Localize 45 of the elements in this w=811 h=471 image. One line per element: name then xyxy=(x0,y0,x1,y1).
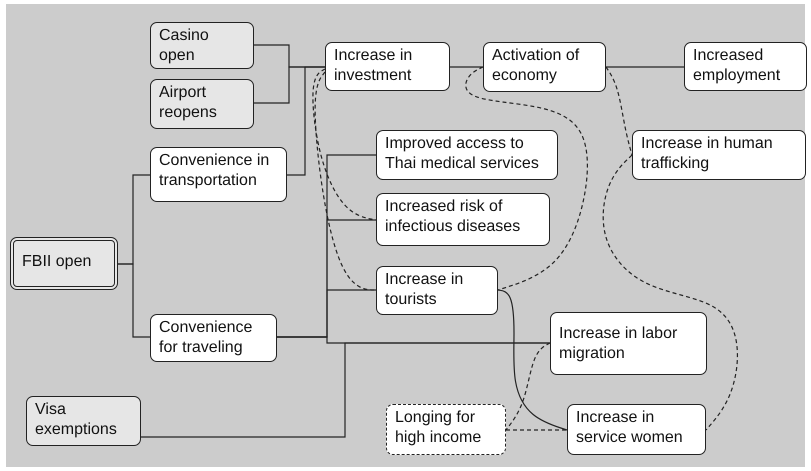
dashed-connector xyxy=(465,66,588,291)
process-box xyxy=(150,147,287,202)
process-box xyxy=(150,314,277,362)
process-box xyxy=(10,237,118,290)
process-box xyxy=(567,404,706,455)
process-box xyxy=(632,130,806,180)
box-label: Convenience in transportation xyxy=(159,151,270,191)
box-label: Activation of economy xyxy=(492,46,580,86)
process-box xyxy=(386,404,506,455)
process-box xyxy=(150,22,254,69)
connector xyxy=(450,66,483,68)
connector xyxy=(118,263,150,338)
process-box xyxy=(550,312,707,375)
box-label: Casino open xyxy=(159,26,210,66)
process-box xyxy=(150,79,254,129)
box-label: Increased employment xyxy=(693,46,782,86)
process-box xyxy=(376,130,558,180)
connector xyxy=(606,66,684,68)
box-label: Increase in investment xyxy=(334,46,414,86)
box-label: Airport reopens xyxy=(159,83,218,123)
process-box xyxy=(684,42,807,91)
connector xyxy=(141,342,550,438)
box-label: Increase in tourists xyxy=(385,270,464,310)
box-label: Increased risk of infectious diseases xyxy=(385,197,522,237)
dashed-connector xyxy=(506,342,550,430)
box-label: Increase in labor migration xyxy=(559,324,678,364)
dashed-connector xyxy=(506,429,567,431)
dashed-connector xyxy=(314,72,376,291)
process-box xyxy=(26,396,141,446)
dashed-connector xyxy=(606,66,633,156)
box-label: Increase in service women xyxy=(576,408,684,448)
connector xyxy=(287,66,325,176)
connector xyxy=(498,289,568,431)
box-label: Increase in human trafficking xyxy=(641,134,774,174)
box-label: Improved access to Thai medical services xyxy=(385,134,540,174)
process-box xyxy=(325,42,450,91)
process-box xyxy=(376,266,498,315)
dashed-connector xyxy=(312,68,376,221)
process-box xyxy=(483,42,606,92)
box-label: Longing for high income xyxy=(395,408,482,448)
dashed-connector xyxy=(602,154,738,430)
box-label: Convenience for traveling xyxy=(159,318,254,358)
box-label: Visa exemptions xyxy=(35,400,118,440)
box-label: FBII open xyxy=(22,252,92,272)
process-box xyxy=(376,193,550,246)
